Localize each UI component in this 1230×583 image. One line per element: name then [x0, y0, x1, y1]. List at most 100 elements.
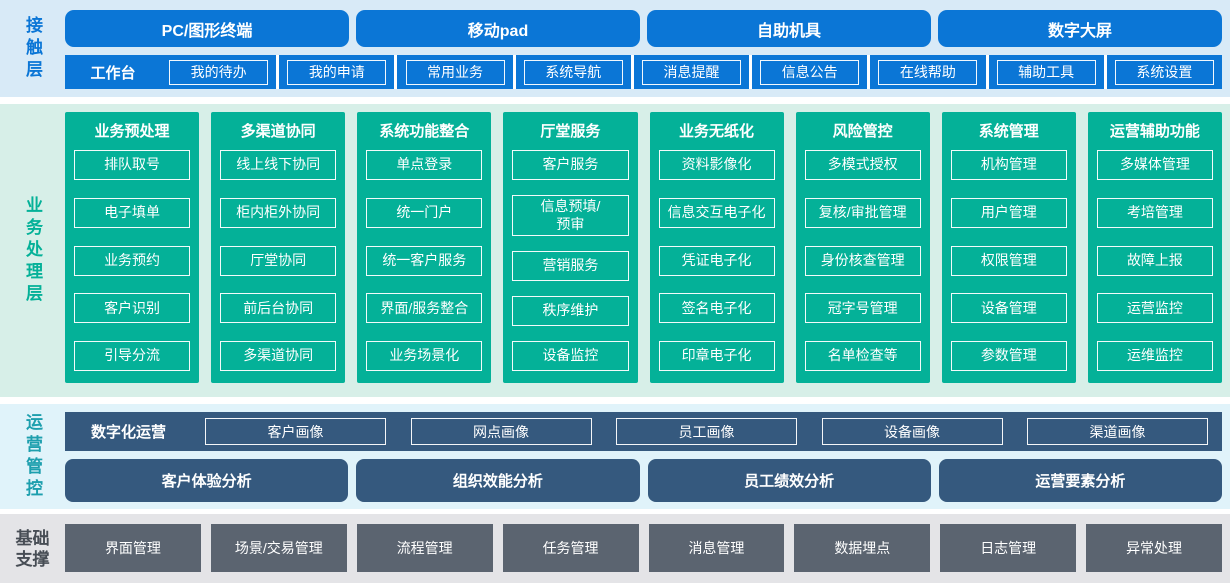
workbench-button[interactable]: 在线帮助: [878, 59, 978, 85]
function-button[interactable]: 冠字号管理: [804, 293, 921, 324]
function-column-title: 业务预处理: [94, 123, 170, 140]
function-column-items: 机构管理 用户管理 权限管理 设备管理 参数管理: [950, 146, 1067, 371]
function-button[interactable]: 业务预约: [74, 245, 191, 276]
function-button[interactable]: 参数管理: [950, 341, 1067, 371]
function-button[interactable]: 凭证电子化: [658, 245, 775, 276]
analysis-button[interactable]: 员工绩效分析: [647, 459, 931, 502]
function-button[interactable]: 多模式授权: [804, 150, 921, 180]
foundation-button[interactable]: 异常处理: [1086, 524, 1222, 572]
function-column-items: 资料影像化 信息交互电子化 凭证电子化 签名电子化 印章电子化: [658, 146, 775, 371]
terminal-button[interactable]: 数字大屏: [938, 10, 1222, 47]
function-button[interactable]: 引导分流: [74, 341, 191, 371]
business-columns: 业务预处理 排队取号 电子填单 业务预约 客户识别 引导分流: [65, 112, 1222, 383]
function-button[interactable]: 用户管理: [950, 197, 1067, 228]
function-button[interactable]: 排队取号: [74, 150, 191, 180]
profile-button[interactable]: 渠道画像: [1027, 418, 1208, 445]
function-button[interactable]: 设备管理: [950, 293, 1067, 324]
function-button[interactable]: 印章电子化: [658, 341, 775, 371]
workbench-cell: 系统设置: [1103, 55, 1222, 89]
function-button[interactable]: 统一客户服务: [366, 245, 483, 276]
foundation-button[interactable]: 消息管理: [648, 524, 785, 572]
function-button[interactable]: 故障上报: [1096, 245, 1213, 276]
function-button[interactable]: 前后台协同: [220, 293, 337, 324]
foundation-button[interactable]: 日志管理: [940, 524, 1077, 572]
function-button[interactable]: 电子填单: [74, 197, 191, 228]
function-button[interactable]: 运营监控: [1096, 293, 1213, 324]
workbench-button[interactable]: 我的待办: [169, 59, 269, 85]
function-button[interactable]: 信息交互电子化: [658, 197, 775, 228]
function-button[interactable]: 客户识别: [74, 293, 191, 324]
foundation-layer-label-text: 基础支撑: [15, 528, 50, 569]
function-button[interactable]: 厅堂协同: [220, 245, 337, 276]
foundation-button[interactable]: 场景/交易管理: [210, 524, 347, 572]
analysis-button[interactable]: 客户体验分析: [65, 459, 349, 502]
function-button[interactable]: 线上线下协同: [220, 150, 337, 180]
analysis-button[interactable]: 组织效能分析: [356, 459, 640, 502]
function-column: 系统管理 机构管理 用户管理 权限管理 设备管理 参数管理: [941, 112, 1076, 383]
workbench-cell: 我的待办: [161, 55, 277, 89]
profile-button[interactable]: 客户画像: [205, 418, 386, 445]
profile-button[interactable]: 设备画像: [821, 418, 1003, 445]
function-column: 运营辅助功能 多媒体管理 考培管理 故障上报 运营监控 运维监控: [1087, 112, 1222, 383]
foundation-button[interactable]: 任务管理: [502, 524, 639, 572]
function-column-title: 多渠道协同: [240, 123, 316, 140]
function-button[interactable]: 柜内柜外协同: [220, 197, 337, 228]
function-button[interactable]: 多媒体管理: [1096, 150, 1213, 180]
function-button[interactable]: 客户服务: [512, 150, 629, 180]
workbench-cell: 辅助工具: [985, 55, 1104, 89]
function-button[interactable]: 考培管理: [1096, 197, 1213, 228]
analysis-row: 客户体验分析 组织效能分析 员工绩效分析 运营要素分析: [65, 459, 1222, 502]
function-button[interactable]: 资料影像化: [658, 150, 775, 180]
function-button[interactable]: 复核/审批管理: [804, 197, 921, 228]
terminal-button[interactable]: 自助机具: [647, 10, 931, 47]
workbench-cell: 在线帮助: [867, 55, 986, 89]
workbench-button[interactable]: 常用业务: [405, 59, 505, 85]
function-button[interactable]: 营销服务: [512, 251, 629, 281]
function-button[interactable]: 机构管理: [950, 150, 1067, 180]
business-layer-band: 业务处理层 业务预处理 排队取号 电子填单 业务预约 客户: [0, 104, 1230, 397]
operations-layer-label-text: 运营管控: [23, 412, 42, 501]
function-button[interactable]: 业务场景化: [366, 341, 483, 371]
digital-operations-items: 客户画像 网点画像 员工画像 设备画像 渠道画像: [205, 418, 1222, 445]
analysis-button[interactable]: 运营要素分析: [938, 459, 1222, 502]
function-button[interactable]: 运维监控: [1096, 341, 1213, 371]
workbench-button[interactable]: 我的申请: [287, 59, 387, 85]
function-button[interactable]: 身份核查管理: [804, 245, 921, 276]
foundation-row: 界面管理 场景/交易管理 流程管理 任务管理 消息管理 数据埋点 日志管理 异常…: [65, 524, 1222, 572]
function-button[interactable]: 多渠道协同: [220, 341, 337, 371]
function-button[interactable]: 秩序维护: [512, 296, 629, 326]
function-column: 业务预处理 排队取号 电子填单 业务预约 客户识别 引导分流: [65, 112, 200, 383]
workbench-button[interactable]: 消息提醒: [641, 59, 742, 85]
profile-button[interactable]: 员工画像: [616, 418, 797, 445]
workbench-button[interactable]: 系统导航: [523, 59, 623, 85]
function-button[interactable]: 信息预填/ 预审: [512, 195, 629, 236]
workbench-label: 工作台: [90, 64, 136, 82]
foundation-button[interactable]: 数据埋点: [794, 524, 931, 572]
terminal-row: PC/图形终端 移动pad 自助机具 数字大屏: [65, 10, 1222, 47]
foundation-button[interactable]: 流程管理: [356, 524, 493, 572]
function-column: 风险管控 多模式授权 复核/审批管理 身份核查管理 冠字号管理 名单检查等: [795, 112, 930, 383]
function-button[interactable]: 界面/服务整合: [366, 293, 483, 324]
function-column-title: 系统管理: [978, 123, 1039, 140]
workbench-button[interactable]: 信息公告: [760, 59, 860, 85]
foundation-layer-label: 基础支撑: [0, 527, 65, 570]
function-button[interactable]: 单点登录: [366, 150, 483, 180]
function-button[interactable]: 名单检查等: [804, 341, 921, 371]
workbench-button[interactable]: 系统设置: [1114, 59, 1214, 85]
function-button[interactable]: 权限管理: [950, 245, 1067, 276]
function-column-title: 厅堂服务: [540, 123, 601, 140]
workbench-cell: 消息提醒: [630, 55, 750, 89]
function-button[interactable]: 签名电子化: [658, 293, 775, 324]
terminal-button[interactable]: 移动pad: [356, 10, 640, 47]
workbench-button[interactable]: 辅助工具: [996, 59, 1096, 85]
foundation-button[interactable]: 界面管理: [65, 524, 201, 572]
workbench-cell: 系统导航: [512, 55, 631, 89]
function-button[interactable]: 设备监控: [512, 341, 629, 371]
function-column-items: 排队取号 电子填单 业务预约 客户识别 引导分流: [74, 146, 191, 371]
terminal-button[interactable]: PC/图形终端: [65, 10, 349, 47]
workbench-cell: 常用业务: [394, 55, 513, 89]
function-button[interactable]: 统一门户: [366, 197, 483, 228]
profile-button[interactable]: 网点画像: [410, 418, 592, 445]
function-column-items: 客户服务 信息预填/ 预审 营销服务 秩序维护 设备监控: [512, 146, 629, 371]
